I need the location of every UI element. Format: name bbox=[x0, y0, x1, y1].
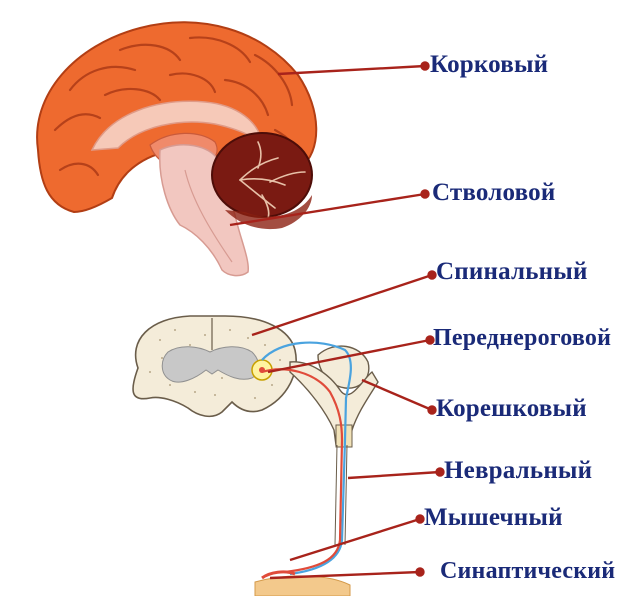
label-stem: Стволовой bbox=[432, 180, 555, 205]
pointer-neural bbox=[348, 469, 444, 479]
cerebellum bbox=[212, 133, 312, 217]
label-cortical: Корковый bbox=[430, 52, 548, 77]
label-anterior-horn: Переднероговой bbox=[433, 326, 611, 350]
label-spinal: Спинальный bbox=[436, 259, 588, 284]
pointer-muscular bbox=[290, 516, 424, 561]
spinal-cord-section bbox=[133, 316, 296, 416]
label-radicular: Корешковый bbox=[436, 396, 587, 421]
pointer-spinal bbox=[252, 272, 436, 336]
label-neural: Невральный bbox=[444, 458, 592, 483]
pointer-cortical bbox=[278, 63, 429, 75]
pointer-radicular bbox=[362, 380, 436, 414]
label-synaptic: Синаптический bbox=[440, 559, 615, 583]
label-muscular: Мышечный bbox=[424, 505, 563, 530]
brain bbox=[37, 22, 316, 275]
